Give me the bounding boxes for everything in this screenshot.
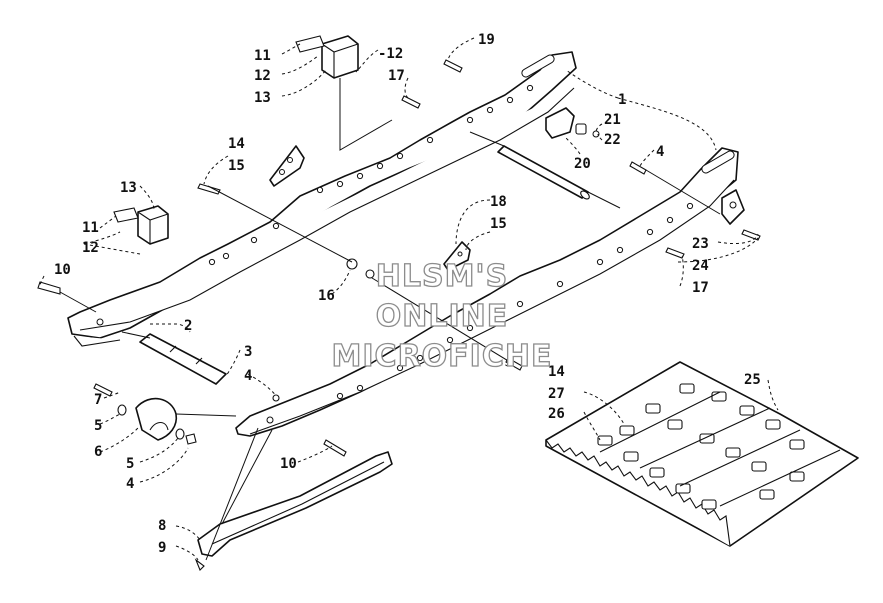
callout-22: 22 xyxy=(604,132,621,148)
callout-17: 17 xyxy=(388,68,405,84)
callout-24: 24 xyxy=(692,258,709,274)
callout-7: 7 xyxy=(94,392,102,408)
cross-shaft xyxy=(497,145,590,200)
callout-14: 14 xyxy=(228,136,245,152)
callout-12: -12 xyxy=(378,46,403,62)
callout-9: 9 xyxy=(158,540,166,556)
callout-11: 11 xyxy=(82,220,99,236)
callout-4: 4 xyxy=(244,368,252,384)
bracket-upper xyxy=(269,145,305,187)
spring-block-upper xyxy=(295,35,359,79)
watermark-line-1: HLSM'S xyxy=(376,259,508,294)
callout-3: 3 xyxy=(244,344,252,360)
lower-rail xyxy=(235,147,739,437)
callout-17: 17 xyxy=(692,280,709,296)
watermark: HLSM'S ONLINE MICROFICHE xyxy=(331,258,553,374)
callout-4: 4 xyxy=(126,476,134,492)
callout-12: 12 xyxy=(254,68,271,84)
callout-5: 5 xyxy=(94,418,102,434)
callout-14: 14 xyxy=(548,364,565,380)
callout-25: 25 xyxy=(744,372,761,388)
end-plate xyxy=(721,189,761,241)
upper-rail xyxy=(67,51,577,347)
callout-11: 11 xyxy=(254,48,271,64)
callout-26: 26 xyxy=(548,406,565,422)
callout-15: 15 xyxy=(228,158,245,174)
callout-21: 21 xyxy=(604,112,621,128)
lower-rail-holes xyxy=(266,202,694,424)
callout-10: 10 xyxy=(54,262,71,278)
slide-runner xyxy=(197,451,393,557)
callout-18: 18 xyxy=(490,194,507,210)
spring-block-lower xyxy=(113,205,169,245)
callout-8: 8 xyxy=(158,518,166,534)
idler-wheel xyxy=(135,397,178,441)
callout-16: 16 xyxy=(318,288,335,304)
watermark-line-2: ONLINE xyxy=(376,299,509,334)
callout-4: 4 xyxy=(656,144,664,160)
callout-15: 15 xyxy=(490,216,507,232)
callout-5: 5 xyxy=(126,456,134,472)
callout-12: 12 xyxy=(82,240,99,256)
callout-19: 19 xyxy=(478,32,495,48)
leader-lines xyxy=(39,37,779,561)
callout-27: 27 xyxy=(548,386,565,402)
bracket-lower xyxy=(443,241,471,271)
callout-23: 23 xyxy=(692,236,709,252)
callout-6: 6 xyxy=(94,444,102,460)
callout-1: 1 xyxy=(618,92,626,108)
callout-20: 20 xyxy=(574,156,591,172)
stop-block xyxy=(545,107,600,139)
shock-tube xyxy=(139,333,227,385)
callout-13: 13 xyxy=(254,90,271,106)
callout-labels: 11 12 13 -12 17 19 1 21 22 20 4 14 15 13… xyxy=(54,32,761,556)
track xyxy=(545,361,859,547)
upper-rail-holes xyxy=(96,84,534,326)
fasteners xyxy=(37,59,685,571)
callout-2: 2 xyxy=(184,318,192,334)
watermark-line-3: MICROFICHE xyxy=(332,339,553,374)
callout-13: 13 xyxy=(120,180,137,196)
callout-10: 10 xyxy=(280,456,297,472)
